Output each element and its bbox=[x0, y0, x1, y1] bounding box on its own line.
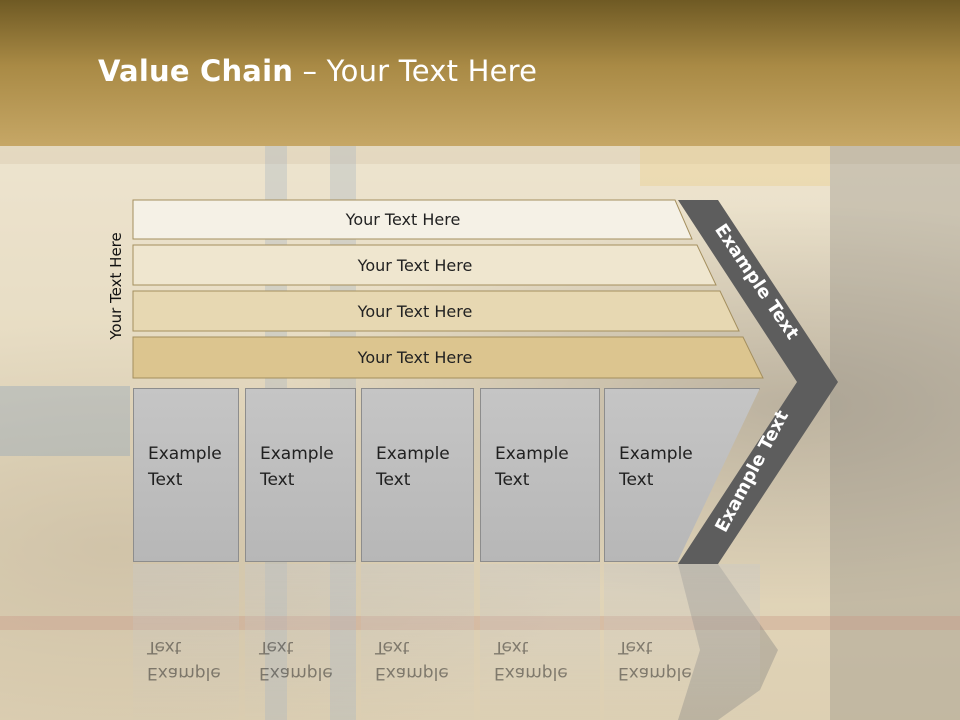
column-4: Example Text bbox=[480, 388, 600, 562]
row-shape-1 bbox=[132, 199, 693, 240]
row-2-label: Your Text Here bbox=[357, 255, 473, 275]
row-3: Your Text Here bbox=[133, 292, 697, 330]
row-4: Your Text Here bbox=[133, 338, 697, 376]
column-2-line1: Example bbox=[260, 444, 334, 464]
column-3: Example Text bbox=[361, 388, 474, 562]
row-1-label: Your Text Here bbox=[345, 209, 461, 229]
row-1: Your Text Here bbox=[133, 200, 673, 238]
column-5-line2: Text bbox=[619, 470, 654, 490]
chevron-arrow bbox=[678, 200, 838, 564]
row-shape-4 bbox=[132, 336, 764, 379]
column-5-line1: Example bbox=[619, 444, 693, 464]
row-shape-2 bbox=[132, 244, 717, 286]
chevron-reflection bbox=[678, 564, 778, 720]
row-2: Your Text Here bbox=[133, 246, 697, 284]
column-3-line1: Example bbox=[376, 444, 450, 464]
column-1-line2: Text bbox=[148, 470, 183, 490]
column-2-line2: Text bbox=[260, 470, 295, 490]
row-shape-3 bbox=[132, 290, 740, 332]
column-1: Example Text bbox=[133, 388, 239, 562]
column-2: Example Text bbox=[245, 388, 356, 562]
row-4-label: Your Text Here bbox=[357, 347, 473, 367]
column-3-line2: Text bbox=[376, 470, 411, 490]
column-1-line1: Example bbox=[148, 444, 222, 464]
column-4-line1: Example bbox=[495, 444, 569, 464]
title-banner bbox=[0, 0, 960, 146]
row-3-label: Your Text Here bbox=[357, 301, 473, 321]
column-4-line2: Text bbox=[495, 470, 530, 490]
page-title: Value Chain – Your Text Here bbox=[98, 54, 538, 88]
